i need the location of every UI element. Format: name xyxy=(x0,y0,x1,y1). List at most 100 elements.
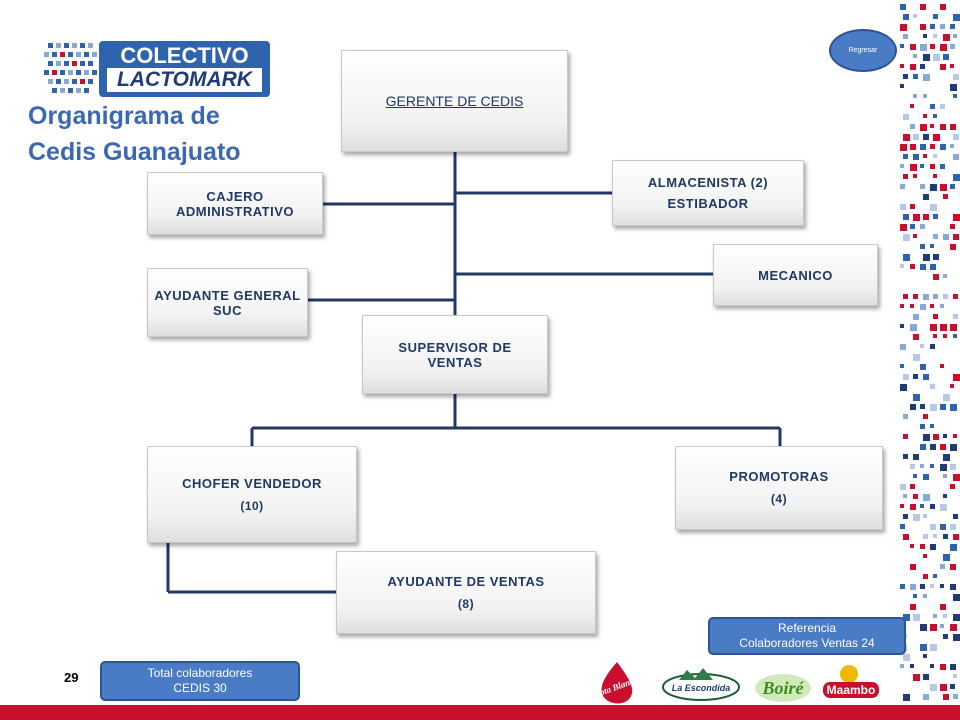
node-chofer-line-2: (10) xyxy=(240,498,264,513)
decor-square xyxy=(923,94,927,98)
decor-square xyxy=(930,684,937,691)
decor-square xyxy=(943,194,948,199)
node-almacenista-line-1: ALMACENISTA (2) xyxy=(647,175,769,190)
node-supervisor-line-2: VENTAS xyxy=(427,354,483,370)
reference-box: Referencia Colaboradores Ventas 24 xyxy=(708,617,906,655)
decor-square xyxy=(913,14,917,18)
decor-square xyxy=(930,204,937,211)
decor-square xyxy=(920,544,925,549)
node-ayudante-ventas-line-1: AYUDANTE DE VENTAS xyxy=(387,573,545,589)
decor-square xyxy=(940,684,947,691)
decor-square xyxy=(953,614,960,621)
decor-square xyxy=(900,264,904,268)
decor-square xyxy=(950,524,956,530)
decor-square xyxy=(943,334,947,338)
decor-square xyxy=(933,314,938,319)
decor-square xyxy=(950,384,954,388)
decor-square xyxy=(903,174,908,179)
decor-square xyxy=(940,364,944,368)
decor-square xyxy=(913,54,917,58)
reference-line-1: Referencia xyxy=(777,621,837,635)
decor-square xyxy=(903,134,910,141)
decor-square xyxy=(923,134,929,140)
logo-line-2: LACTOMARK xyxy=(107,68,262,92)
decor-square xyxy=(950,444,957,451)
decor-square xyxy=(910,404,916,410)
decor-square xyxy=(910,44,916,50)
decor-square xyxy=(953,154,959,160)
decor-square xyxy=(913,474,917,478)
logo-wordmark: COLECTIVO LACTOMARK xyxy=(99,41,270,97)
decor-square xyxy=(950,664,956,670)
decor-square xyxy=(903,374,909,380)
decor-square xyxy=(950,184,955,189)
decor-square xyxy=(920,24,926,30)
decor-square xyxy=(900,44,904,48)
decor-square xyxy=(923,574,928,579)
decor-square xyxy=(953,334,957,338)
decor-square xyxy=(920,224,925,229)
decor-square xyxy=(920,364,926,370)
decor-square xyxy=(923,654,927,658)
node-cajero-administrativo: CAJERO ADMINISTRATIVO xyxy=(147,172,323,235)
decor-square xyxy=(950,684,955,689)
decor-square xyxy=(903,414,908,419)
decor-square xyxy=(930,164,935,169)
decor-square xyxy=(940,464,947,471)
decor-square xyxy=(913,294,918,299)
decor-square xyxy=(923,534,928,539)
node-promotoras-line-1: PROMOTORAS xyxy=(729,469,829,484)
decor-square xyxy=(930,524,936,530)
decor-square xyxy=(923,34,927,38)
decor-square xyxy=(930,584,934,588)
decor-square xyxy=(943,434,947,438)
decor-square xyxy=(913,394,920,401)
node-ayudante-ventas-line-2: (8) xyxy=(457,596,475,611)
colectivo-lactomark-logo: COLECTIVO LACTOMARK xyxy=(42,41,272,98)
decor-square xyxy=(940,44,947,51)
decor-square xyxy=(950,404,957,411)
decor-square xyxy=(953,634,960,641)
node-supervisor-line-1: SUPERVISOR DE xyxy=(398,339,512,355)
node-ayudante-de-ventas: AYUDANTE DE VENTAS (8) xyxy=(336,551,596,634)
node-mecanico: MECANICO xyxy=(713,244,878,306)
decor-square xyxy=(903,494,907,498)
decor-square xyxy=(900,224,907,231)
decor-square xyxy=(920,124,927,131)
decor-square xyxy=(903,14,909,20)
decor-square xyxy=(923,694,929,700)
decor-square xyxy=(913,94,917,98)
decor-square xyxy=(920,44,927,51)
decor-square xyxy=(930,404,937,411)
back-button[interactable]: Regresar xyxy=(829,29,897,72)
node-ayudante-general-line-2: SUC xyxy=(213,302,242,318)
decor-square xyxy=(933,114,937,118)
decor-square xyxy=(940,144,946,150)
decor-square xyxy=(900,64,904,68)
decor-square xyxy=(900,344,906,350)
decor-square xyxy=(930,644,937,651)
decor-square xyxy=(913,154,919,160)
decor-square xyxy=(903,514,908,519)
decor-square xyxy=(910,584,916,590)
decor-square xyxy=(930,184,937,191)
decor-square xyxy=(920,4,926,10)
decor-square xyxy=(920,164,924,168)
decor-square xyxy=(933,14,938,19)
decor-square xyxy=(900,24,907,31)
node-gerente-label[interactable]: GERENTE DE CEDIS xyxy=(385,92,524,109)
decor-square xyxy=(953,514,958,519)
decor-square xyxy=(923,554,927,558)
node-gerente-de-cedis[interactable]: GERENTE DE CEDIS xyxy=(341,50,568,152)
decor-square xyxy=(943,494,947,498)
logo-line-1: COLECTIVO xyxy=(120,43,249,68)
brand-maambo-logo: Maambo xyxy=(823,665,879,698)
brand-logos: Gota Blanca La Escondida Boiré Maambo xyxy=(595,662,879,704)
node-supervisor-de-ventas: SUPERVISOR DE VENTAS xyxy=(362,315,548,394)
decor-square xyxy=(913,214,920,221)
decor-square xyxy=(910,304,914,308)
decor-square xyxy=(930,344,935,349)
decor-square xyxy=(903,434,908,439)
decor-square xyxy=(943,234,949,240)
